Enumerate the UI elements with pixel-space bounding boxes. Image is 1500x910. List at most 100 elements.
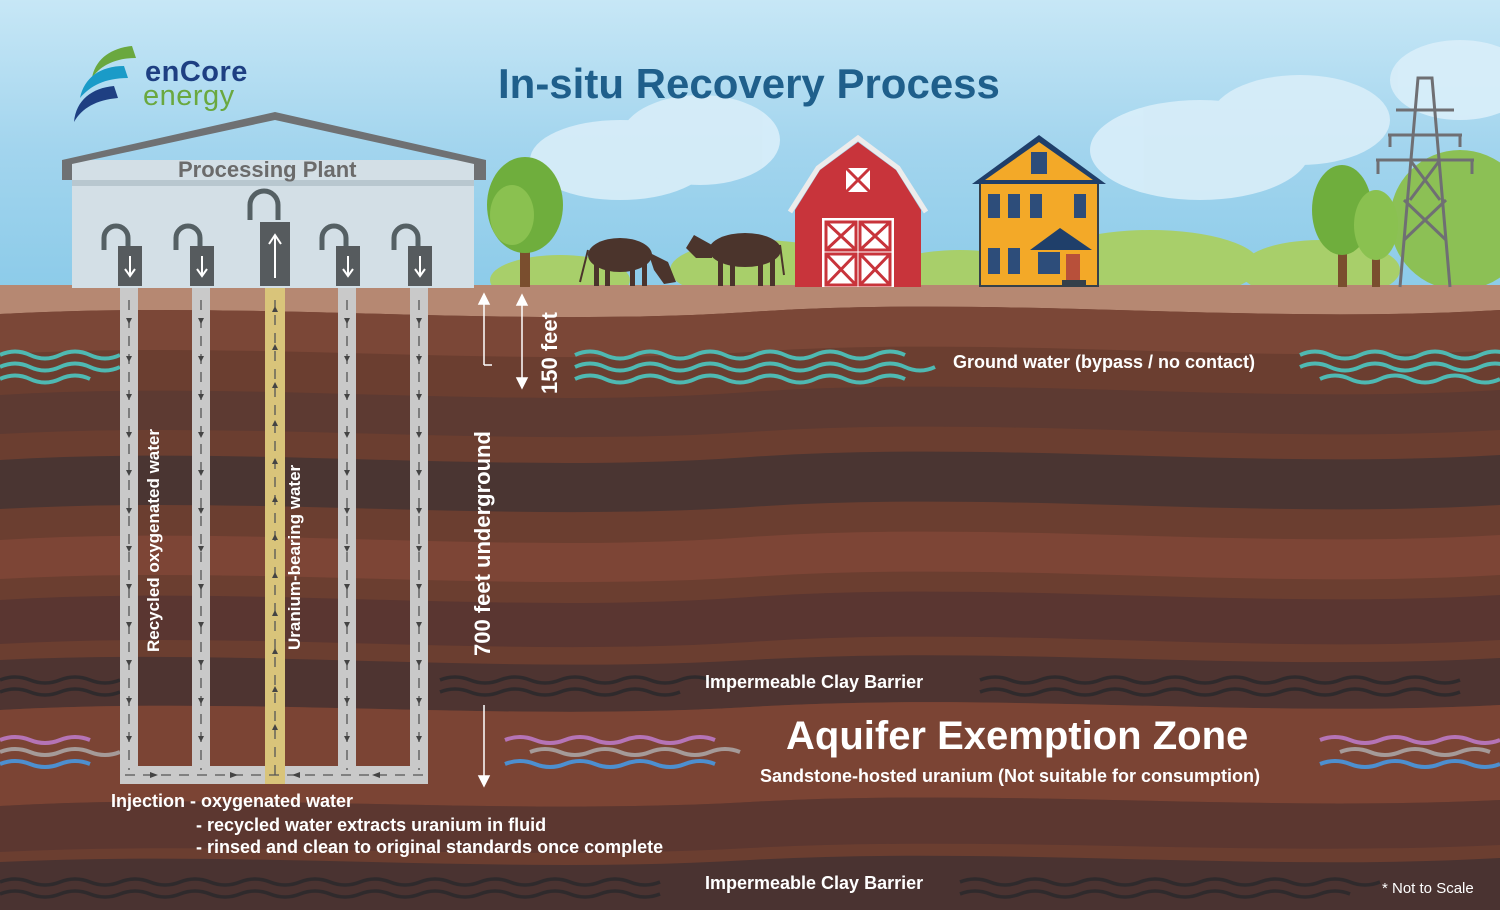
flow-arrow-up (272, 534, 278, 540)
flow-arrow-down (416, 318, 422, 324)
depth-150-label: 150 feet (537, 312, 562, 394)
flow-arrow-down (416, 736, 422, 742)
flow-arrow-down (126, 508, 132, 514)
flow-arrow-down (344, 660, 350, 666)
flow-arrow-up (272, 686, 278, 692)
soil-band-5 (0, 591, 1500, 648)
encore-logo-mark (74, 46, 136, 122)
flow-arrow-down (198, 698, 204, 704)
flow-arrow-down (198, 394, 204, 400)
flow-arrow-down (344, 546, 350, 552)
barn (787, 134, 929, 287)
flow-arrow-down (344, 584, 350, 590)
flow-arrow-down (198, 470, 204, 476)
flow-arrow-down (416, 508, 422, 514)
flow-arrow-down (416, 546, 422, 552)
injection-note-line2: - recycled water extracts uranium in flu… (196, 815, 547, 835)
flow-arrow-horizontal (372, 772, 380, 778)
flow-arrow-down (198, 432, 204, 438)
flow-arrow-down (344, 508, 350, 514)
flow-arrow-down (198, 318, 204, 324)
flow-arrow-down (198, 736, 204, 742)
flow-arrow-down (126, 318, 132, 324)
clay-barrier-lower-label: Impermeable Clay Barrier (705, 873, 924, 893)
flow-arrow-down (126, 546, 132, 552)
power-pylon (1376, 76, 1474, 288)
recycled-water-label: Recycled oxygenated water (144, 429, 163, 652)
flow-arrow-up (272, 610, 278, 616)
clay-band-upper (0, 655, 1500, 712)
aquifer-exemption-zone-label: Aquifer Exemption Zone (786, 714, 1249, 758)
flow-arrow-down (416, 622, 422, 628)
flow-arrow-down (344, 356, 350, 362)
flow-arrow-up (272, 724, 278, 730)
flow-arrow-down (126, 660, 132, 666)
flow-arrow-up (272, 306, 278, 312)
flow-arrow-up (272, 420, 278, 426)
wellhead-loops (101, 188, 421, 250)
ground-water-waves (0, 349, 1500, 385)
flow-arrow-down (416, 432, 422, 438)
flow-arrow-down (416, 584, 422, 590)
soil-band-3 (0, 451, 1500, 513)
flow-arrow-down (416, 394, 422, 400)
depth-700-label: 700 feet underground (470, 431, 495, 656)
not-to-scale-note: * Not to Scale (1382, 880, 1474, 897)
flow-arrow-down (126, 432, 132, 438)
soil-top-band (0, 285, 1500, 318)
flow-arrow-down (344, 432, 350, 438)
aquifer-waves (0, 735, 1500, 769)
flow-arrow-down (126, 584, 132, 590)
flow-arrow-horizontal (292, 772, 300, 778)
flow-arrow-up (272, 382, 278, 388)
cow-right (686, 233, 785, 286)
flow-arrow-down (126, 470, 132, 476)
flow-arrow-down (126, 736, 132, 742)
pipe-flow-arrowheads (126, 306, 422, 778)
injection-note-line1: Injection - oxygenated water (111, 791, 354, 811)
flow-arrow-down (416, 356, 422, 362)
injection-note-line3: - rinsed and clean to original standards… (196, 837, 664, 857)
brand-name-line1: enCore (145, 56, 248, 88)
flow-arrow-horizontal (230, 772, 238, 778)
tree-left (487, 157, 563, 287)
clay-barrier-waves (0, 675, 1461, 899)
flow-arrow-horizontal (150, 772, 158, 778)
flow-arrow-up (272, 458, 278, 464)
flow-arrow-up (272, 344, 278, 350)
flow-arrow-down (126, 698, 132, 704)
flow-arrow-down (198, 584, 204, 590)
soil-band-2 (0, 386, 1500, 438)
flow-arrow-down (126, 356, 132, 362)
flow-arrow-down (126, 622, 132, 628)
flow-arrow-down (344, 622, 350, 628)
flow-arrow-down (416, 698, 422, 704)
processing-plant-label: Processing Plant (178, 157, 357, 182)
flow-arrow-down (344, 394, 350, 400)
flow-arrow-down (198, 546, 204, 552)
pipe-flow-dashes (125, 300, 425, 776)
flow-arrow-down (344, 736, 350, 742)
flow-arrow-up (272, 648, 278, 654)
cow-left (579, 238, 676, 286)
flow-arrow-up (272, 572, 278, 578)
flow-arrow-down (416, 660, 422, 666)
wellhead-arrows (124, 233, 426, 278)
flow-arrow-down (198, 356, 204, 362)
uranium-water-label: Uranium-bearing water (285, 464, 304, 650)
brand-name-line2: energy (143, 80, 235, 112)
tree-right-2 (1354, 190, 1398, 287)
clay-barrier-upper-label: Impermeable Clay Barrier (705, 672, 924, 692)
diagram-title: In-situ Recovery Process (498, 60, 1000, 107)
clouds (530, 40, 1500, 200)
depth-indicators (477, 292, 529, 788)
soil-band-1 (0, 306, 1500, 358)
soil-band-4 (0, 531, 1500, 583)
flow-arrow-down (344, 470, 350, 476)
soil-band-6 (0, 797, 1500, 853)
flow-arrow-down (126, 394, 132, 400)
flow-arrow-down (344, 318, 350, 324)
house (972, 135, 1106, 287)
